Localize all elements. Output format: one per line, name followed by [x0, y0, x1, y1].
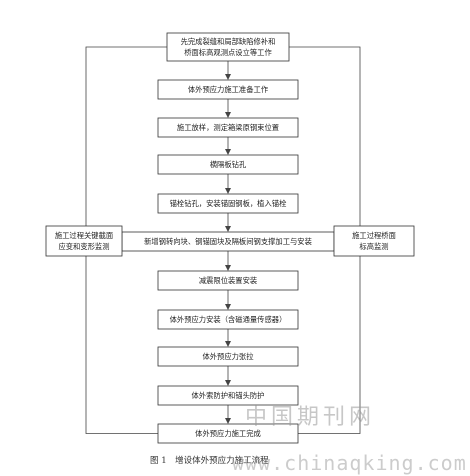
- flow-step-3-label: 施工放样，测定箱梁原钢束位置: [177, 123, 279, 132]
- left-monitor-line-top: [85, 46, 167, 226]
- flow-step-1-frame: [166, 32, 290, 62]
- flow-step-5-label: 锚栓钻孔，安装锚固钢板，植入锚栓: [170, 199, 287, 208]
- flow-step-8-frame: [157, 309, 299, 330]
- flow-step-8: 体外预应力安装（含磁通量传感器）: [157, 309, 299, 330]
- left-monitor-line-bottom: [85, 256, 158, 434]
- flow-step-8-label: 体外预应力安装（含磁通量传感器）: [170, 315, 287, 324]
- flow-step-4-label: 横隔板钻孔: [210, 160, 247, 169]
- flow-step-10-label: 体外索防护和锚头防护: [192, 391, 265, 400]
- right-monitor-line-bottom: [298, 256, 361, 434]
- flow-step-2-label: 体外预应力施工准备工作: [188, 85, 269, 94]
- flow-step-6-label: 新增钢转向块、钢锚固块及隔板间钢支撑加工与安装: [144, 237, 312, 246]
- flow-step-9-label: 体外预应力张拉: [202, 352, 254, 361]
- side-box-strain-monitoring-label: 施工过程关键截面: [55, 231, 113, 240]
- flow-step-3: 施工放样，测定箱梁原钢束位置: [157, 117, 299, 138]
- flow-step-5-frame: [157, 193, 299, 214]
- figure-caption: 图 1 增设体外预应力施工流程: [150, 455, 269, 466]
- flow-step-10: 体外索防护和锚头防护: [157, 385, 299, 406]
- watermark-chinese: 中国期刊网: [245, 405, 375, 430]
- flow-step-6: 新增钢转向块、钢锚固块及隔板间钢支撑加工与安装: [121, 231, 335, 252]
- flow-step-9: 体外预应力张拉: [157, 346, 299, 367]
- flow-step-7-frame: [157, 270, 299, 291]
- flow-step-11-label: 体外预应力施工完成: [195, 429, 261, 438]
- side-box-elevation-monitoring-label: 施工过程桥面: [352, 231, 396, 240]
- side-box-elevation-monitoring-label: 标高监测: [359, 242, 388, 251]
- flow-step-9-frame: [157, 346, 299, 367]
- flow-step-1-label: 先完成裂缝和局部缺陷修补和: [181, 37, 276, 46]
- flow-step-4: 横隔板钻孔: [157, 154, 299, 175]
- flow-step-7: 减震限位装置安装: [157, 270, 299, 291]
- flow-step-3-frame: [157, 117, 299, 138]
- side-box-elevation-monitoring-frame: [333, 225, 415, 257]
- side-box-strain-monitoring-label: 应变和变形监测: [58, 242, 109, 251]
- watermark-url: www.chinaqking.com: [232, 451, 467, 475]
- flow-step-2-frame: [157, 79, 299, 100]
- flow-step-2: 体外预应力施工准备工作: [157, 79, 299, 100]
- flow-step-7-label: 减震限位装置安装: [199, 276, 257, 285]
- flow-step-5: 锚栓钻孔，安装锚固钢板，植入锚栓: [157, 193, 299, 214]
- side-box-strain-monitoring-frame: [45, 225, 123, 257]
- flow-step-4-frame: [157, 154, 299, 175]
- right-monitor-line-top: [289, 46, 361, 226]
- flow-step-11: 体外预应力施工完成: [157, 423, 299, 444]
- flow-step-10-frame: [157, 385, 299, 406]
- flow-step-11-frame: [157, 423, 299, 444]
- flow-step-1-label: 桥面标高观测点设立等工作: [184, 48, 272, 57]
